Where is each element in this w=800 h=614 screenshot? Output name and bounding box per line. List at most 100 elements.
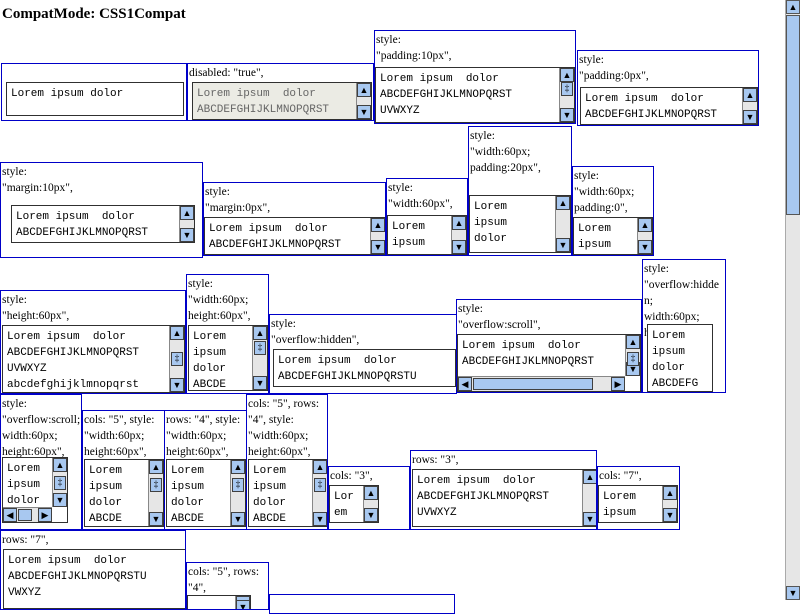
vertical-scrollbar[interactable]: ▲▼ (637, 218, 652, 254)
scroll-up-icon[interactable]: ▲ (149, 460, 163, 474)
scroll-thumb[interactable]: ‡ (54, 476, 66, 490)
textarea[interactable]: Lorem ipsum dolor▲▼‡◀▶ (2, 457, 68, 523)
scroll-down-icon[interactable]: ▼ (556, 238, 570, 252)
scroll-down-icon[interactable]: ▼ (452, 240, 466, 254)
textarea[interactable]: Lorem ipsum dolor ABCDEFGHIJKLMNOPQRST U… (412, 469, 596, 527)
textarea[interactable]: Lorem ipsum dolor ABCDEFGHIJKLMNOPQRSTU … (3, 549, 185, 609)
textarea[interactable]: Lorem ipsum dolor ABCDEFGHIJKLMNOPQRST U… (375, 67, 575, 123)
horizontal-scrollbar[interactable]: ◀▶ (458, 376, 625, 391)
scroll-down-icon[interactable]: ▼ (560, 108, 574, 122)
scroll-up-icon[interactable]: ▲ (626, 335, 640, 349)
page-scroll-down-icon[interactable]: ▼ (786, 586, 800, 600)
vertical-scrollbar[interactable]: ▲ ▼ ‡ (252, 326, 267, 390)
textarea[interactable]: Lorem ipsum dolor ABCDEFGHIJKLMNOPQRST U… (2, 325, 185, 393)
vertical-scrollbar[interactable]: ▲ ▼ ‡ (169, 326, 184, 392)
textarea[interactable]: Lorem ipsum dolor ABCDEFG (647, 324, 713, 392)
scroll-right-icon[interactable]: ▶ (38, 508, 52, 522)
textarea[interactable]: Lorem ipsum dolor ABCDE▲▼‡ (166, 459, 246, 527)
vertical-scrollbar[interactable]: ▲ ▼ ‡ (52, 458, 67, 507)
test-case-20: rows: "3",Lorem ipsum dolor ABCDEFGHIJKL… (410, 450, 597, 530)
case-label: cols: "7", (599, 470, 642, 482)
scroll-thumb[interactable]: ‡ (561, 82, 573, 96)
scroll-down-icon[interactable]: ▼ (313, 512, 327, 526)
vertical-scrollbar[interactable]: ▲ ▼ ‡ (559, 68, 574, 122)
vertical-scrollbar[interactable]: ▲▼ (363, 486, 378, 522)
scroll-up-icon[interactable]: ▲ (253, 326, 267, 340)
textarea[interactable]: Lorem ipsum dolor ABCDE▲▼‡ (248, 459, 327, 527)
scroll-left-icon[interactable]: ◀ (458, 377, 472, 391)
scroll-thumb[interactable]: ‡ (627, 352, 639, 366)
scroll-thumb[interactable]: ‡ (150, 478, 162, 492)
scroll-up-icon[interactable]: ▲ (583, 470, 596, 484)
vertical-scrollbar[interactable]: ▲ ▼ ‡ (312, 460, 327, 526)
textarea[interactable]: Lor em▲▼ (329, 485, 379, 523)
scroll-left-icon[interactable]: ◀ (3, 508, 17, 522)
vertical-scrollbar[interactable]: ▲▼ (235, 596, 250, 609)
scroll-up-icon[interactable]: ▲ (638, 218, 652, 232)
textarea[interactable]: Lorem ipsum dolor ABCDE▲▼‡ (84, 459, 164, 527)
scroll-up-icon[interactable]: ▲ (560, 68, 574, 82)
scroll-up-icon[interactable]: ▲ (180, 206, 194, 220)
scroll-up-icon[interactable]: ▲ (371, 218, 385, 232)
vertical-scrollbar[interactable]: ▲▼ (356, 83, 371, 119)
scroll-thumb[interactable]: ‡ (232, 478, 244, 492)
scroll-down-icon[interactable]: ▼ (180, 228, 194, 242)
scroll-down-icon[interactable]: ▼ (253, 376, 267, 390)
vertical-scrollbar[interactable]: ▲▼ (179, 206, 194, 242)
scroll-thumb-horizontal[interactable] (473, 378, 593, 390)
scroll-down-icon[interactable]: ▼ (170, 378, 184, 392)
test-case-16: cols: "5", style: "width:60px; height:60… (82, 410, 165, 530)
scroll-up-icon[interactable]: ▲ (53, 458, 67, 472)
scroll-down-icon[interactable]: ▼ (663, 508, 677, 522)
scroll-thumb-horizontal[interactable] (18, 509, 32, 521)
vertical-scrollbar[interactable]: ▲▼‡ (555, 196, 570, 252)
vertical-scrollbar[interactable]: ▲ ▼ ‡ (230, 460, 245, 526)
scroll-down-icon[interactable]: ▼ (236, 600, 250, 609)
page-scroll-up-icon[interactable]: ▲ (786, 0, 800, 14)
scroll-down-icon[interactable]: ▼ (371, 240, 385, 254)
scroll-down-icon[interactable]: ▼ (53, 493, 67, 507)
page-vertical-scrollbar[interactable]: ▲ ▼ (785, 0, 800, 600)
textarea[interactable]: Lorem ipsum dolor ABCDEFGHIJKLMNOPQRST▲▼ (11, 205, 195, 243)
textarea[interactable]: Lorem ipsum dolor ABCDE▲▼‡ (188, 325, 268, 391)
scroll-up-icon[interactable]: ▲ (231, 460, 245, 474)
scroll-up-icon[interactable]: ▲ (357, 83, 371, 97)
textarea[interactable]: Lorem ipsum dolor ABCDEFGHIJKLMNOPQRST▲▼… (457, 334, 641, 392)
textarea[interactable]: Lorem ipsum▲▼ (387, 215, 467, 255)
scroll-up-icon[interactable]: ▲ (663, 486, 677, 500)
scroll-down-icon[interactable]: ▼ (638, 240, 652, 254)
scroll-down-icon[interactable]: ▼ (364, 508, 378, 522)
horizontal-scrollbar[interactable]: ◀▶ (3, 507, 52, 522)
textarea[interactable]: Lorem ipsum dolor ABCDEFGHIJKLMNOPQRST▲▼ (204, 217, 385, 255)
scroll-down-icon[interactable]: ▼ (357, 105, 371, 119)
scroll-thumb[interactable]: ‡ (314, 478, 326, 492)
scroll-up-icon[interactable]: ▲ (313, 460, 327, 474)
textarea[interactable]: Lorem ipsum dolor ABCDEFGHIJKLMNOPQRST▲▼ (580, 87, 758, 125)
vertical-scrollbar[interactable]: ▲▼ (370, 218, 385, 254)
textarea[interactable]: Lorem ipsum dolor (6, 82, 184, 116)
scroll-thumb[interactable]: ‡ (171, 352, 183, 366)
vertical-scrollbar[interactable]: ▲▼ (582, 470, 596, 526)
vertical-scrollbar[interactable]: ▲ ▼ ‡ (148, 460, 163, 526)
scroll-down-icon[interactable]: ▼ (583, 512, 596, 526)
scroll-thumb[interactable]: ‡ (254, 341, 266, 355)
scroll-up-icon[interactable]: ▲ (170, 326, 184, 340)
vertical-scrollbar[interactable]: ▲▼ (662, 486, 677, 522)
textarea[interactable]: ▲▼ (187, 595, 251, 609)
vertical-scrollbar[interactable]: ▲▼ (742, 88, 757, 124)
textarea[interactable]: Lorem ipsum dolor ABCDEFGHIJKLMNOPQRSTU (273, 349, 456, 387)
scroll-down-icon[interactable]: ▼ (743, 110, 757, 124)
scroll-up-icon[interactable]: ▲ (556, 196, 570, 210)
scroll-up-icon[interactable]: ▲ (364, 486, 378, 500)
scroll-down-icon[interactable]: ▼ (149, 512, 163, 526)
textarea[interactable]: Lorem ipsum▲▼ (598, 485, 678, 523)
vertical-scrollbar[interactable]: ▲▼ (451, 216, 466, 254)
textarea[interactable]: Lorem ipsum▲▼ (573, 217, 653, 255)
scroll-up-icon[interactable]: ▲ (743, 88, 757, 102)
scroll-up-icon[interactable]: ▲ (452, 216, 466, 230)
vertical-scrollbar[interactable]: ▲▼‡ (625, 335, 640, 376)
scroll-right-icon[interactable]: ▶ (611, 377, 625, 391)
textarea[interactable]: Lorem ipsum dolor▲▼‡ (469, 195, 571, 253)
scroll-down-icon[interactable]: ▼ (231, 512, 245, 526)
page-scroll-thumb[interactable] (786, 15, 800, 215)
